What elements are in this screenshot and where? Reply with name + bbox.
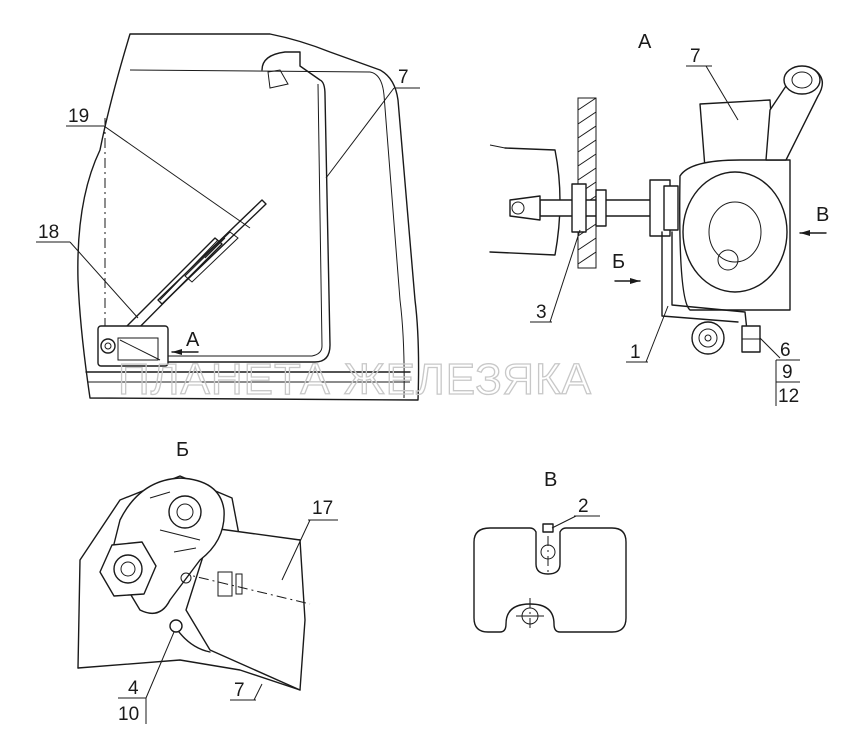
callout-a-12: 12 bbox=[778, 386, 799, 407]
view-a-arrow-label: А bbox=[186, 329, 200, 351]
view-v-plate: В 2 bbox=[473, 469, 627, 633]
callout-main-7: 7 bbox=[398, 67, 409, 88]
callout-main-19: 19 bbox=[68, 106, 89, 127]
callout-a-3: 3 bbox=[536, 302, 547, 323]
view-b-title: Б bbox=[176, 439, 189, 461]
watermark-text: ПЛАНЕТА ЖЕЛЕЗЯКА bbox=[118, 355, 592, 404]
view-b-arrow-label: Б bbox=[612, 251, 625, 273]
callout-b-10: 10 bbox=[118, 704, 139, 725]
view-b-mount: Б 17 4 10 7 bbox=[77, 439, 338, 725]
view-v-arrow-label: В bbox=[816, 204, 829, 226]
callout-b-17: 17 bbox=[312, 498, 333, 519]
callout-a-7: 7 bbox=[690, 46, 701, 67]
callout-b-4: 4 bbox=[128, 678, 139, 699]
view-a-motor: А bbox=[489, 31, 829, 407]
wall-hatching bbox=[577, 97, 597, 265]
callout-a-1: 1 bbox=[630, 342, 641, 363]
main-view-windshield: А 19 18 7 bbox=[36, 33, 420, 401]
callout-a-6: 6 bbox=[780, 340, 791, 361]
view-v-title: В bbox=[544, 469, 557, 491]
view-a-title: А bbox=[638, 31, 652, 53]
callout-b-7: 7 bbox=[234, 680, 245, 701]
callout-main-18: 18 bbox=[38, 222, 59, 243]
callout-v-2: 2 bbox=[578, 496, 589, 517]
callout-a-9: 9 bbox=[782, 362, 793, 383]
